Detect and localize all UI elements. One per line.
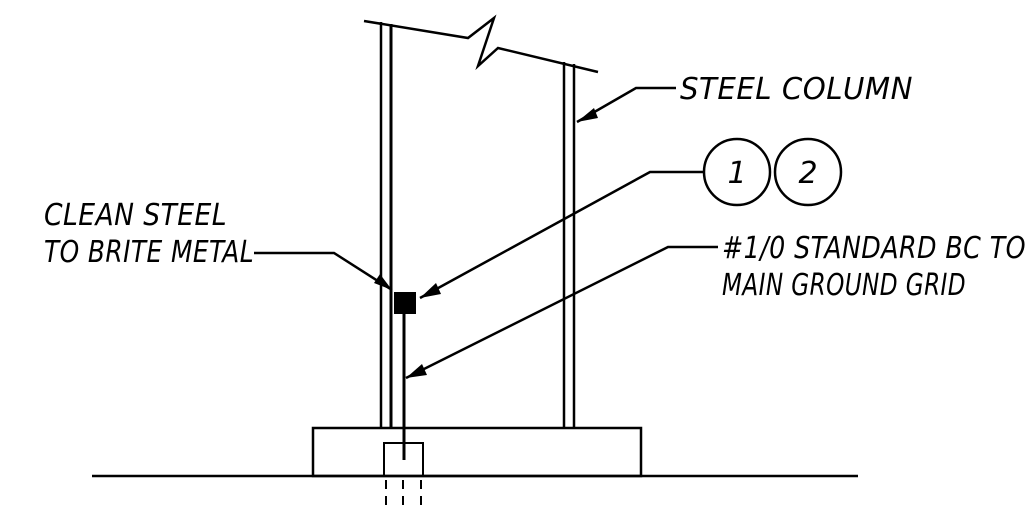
label-conductor-line2: MAIN GROUND GRID	[722, 268, 966, 303]
break-line	[363, 14, 599, 74]
leader-bubble	[419, 170, 704, 300]
leader-steel-column	[576, 86, 676, 124]
ground-connection	[394, 292, 416, 314]
callout-bubble-2-text: 2	[798, 156, 817, 191]
label-steel-column: STEEL COLUMN	[680, 72, 913, 107]
callout-bubble-2: 2	[773, 137, 843, 207]
column-left-flange	[379, 22, 393, 428]
label-conductor-line1: #1/0 STANDARD BC TO	[722, 231, 1026, 266]
callout-bubble-1: 1	[702, 137, 772, 207]
label-clean-steel-line1: CLEAN STEEL	[44, 198, 227, 233]
column-right-flange	[562, 62, 576, 428]
concrete-footing	[311, 426, 643, 478]
leader-clean-steel	[254, 251, 393, 292]
callout-bubble-1-text: 1	[727, 156, 746, 191]
anchor-pier	[383, 442, 424, 507]
leader-conductor	[405, 245, 718, 380]
label-clean-steel-line2: TO BRITE METAL	[44, 235, 254, 270]
